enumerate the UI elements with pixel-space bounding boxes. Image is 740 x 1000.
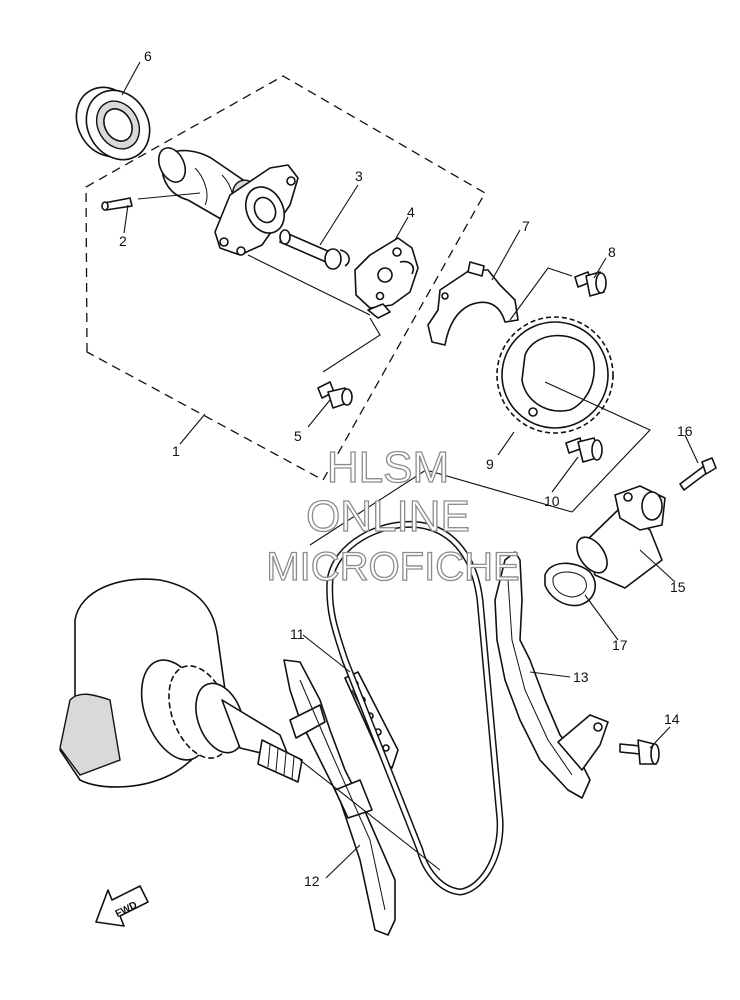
watermark-line-3: MICROFICHE — [266, 545, 519, 589]
callout-3: 3 — [355, 168, 363, 184]
tensioner-guide-part[interactable] — [494, 551, 609, 799]
camshaft-part[interactable] — [154, 144, 299, 256]
callout-16: 16 — [677, 423, 693, 439]
chain-tensioner-part[interactable] — [571, 485, 666, 589]
forward-direction-arrow-icon: FWD — [95, 885, 149, 927]
watermark-line-1: HLSM — [327, 443, 449, 492]
dowel-pin-part[interactable] — [101, 197, 133, 211]
callout-17: 17 — [612, 637, 628, 653]
callout-1: 1 — [172, 443, 180, 459]
bolt-16-part[interactable] — [679, 457, 717, 491]
callout-7: 7 — [522, 218, 530, 234]
callout-14: 14 — [664, 711, 680, 727]
callout-13: 13 — [573, 669, 589, 685]
tensioner-gasket-part[interactable] — [544, 562, 596, 607]
callout-8: 8 — [608, 244, 616, 260]
cam-plate-part[interactable] — [427, 261, 519, 346]
bolt-5-part[interactable] — [317, 381, 353, 409]
callout-12: 12 — [304, 873, 320, 889]
callout-2: 2 — [119, 233, 127, 249]
bolt-8-part[interactable] — [574, 271, 607, 297]
crankshaft-part[interactable] — [59, 578, 303, 788]
bolt-14-part[interactable] — [619, 739, 660, 765]
decomp-shaft-part[interactable] — [279, 229, 350, 270]
callout-11: 11 — [290, 626, 305, 642]
chain-guide-12-part[interactable] — [283, 659, 396, 936]
callout-labels: 6 2 3 4 7 8 5 1 9 10 16 15 17 13 14 11 1… — [119, 48, 693, 889]
callout-9: 9 — [486, 456, 494, 472]
bolt-10-part[interactable] — [565, 437, 603, 463]
watermark-line-2: ONLINE — [306, 492, 470, 541]
cam-chain-part[interactable] — [326, 520, 504, 896]
callout-6: 6 — [144, 48, 152, 64]
bearing-part[interactable] — [64, 76, 162, 171]
callout-15: 15 — [670, 579, 686, 595]
camshaft-assembly-outline — [85, 75, 486, 481]
watermark: HLSM ONLINE MICROFICHE — [266, 442, 521, 589]
callout-5: 5 — [294, 428, 302, 444]
cam-sprocket-part[interactable] — [496, 316, 614, 434]
decomp-lever-part[interactable] — [354, 237, 419, 319]
leader-lines — [121, 61, 699, 879]
callout-10: 10 — [544, 493, 560, 509]
callout-4: 4 — [407, 204, 415, 220]
